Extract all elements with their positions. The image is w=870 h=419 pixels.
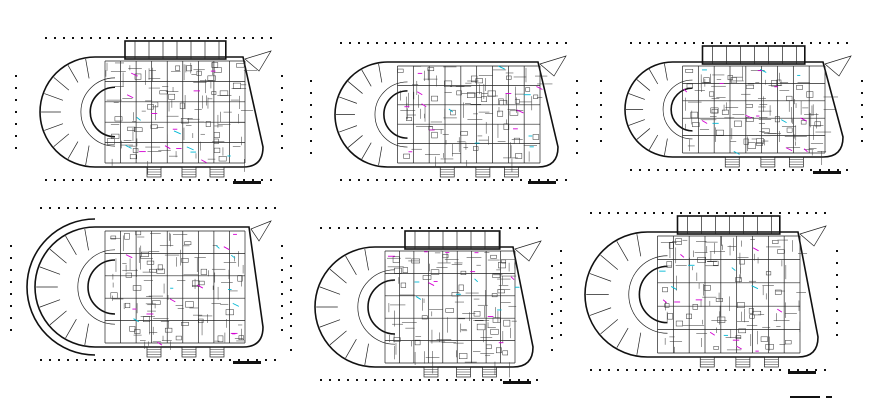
floor-plan-svg xyxy=(560,212,838,374)
floor-plan-svg xyxy=(15,37,283,184)
grid-markers xyxy=(10,207,283,361)
entry-canopy xyxy=(539,55,567,77)
top-annex xyxy=(124,40,227,60)
building-outline xyxy=(26,218,264,356)
room-grid xyxy=(625,63,839,166)
scale-bar xyxy=(813,171,841,174)
floor-plan-3 xyxy=(600,40,865,175)
stair-blocks xyxy=(423,366,497,378)
entry-canopy xyxy=(824,55,852,77)
building-outline xyxy=(624,61,844,158)
floor-plan-svg xyxy=(10,207,283,364)
building-outline xyxy=(584,231,819,358)
fixture-accents xyxy=(659,247,783,352)
room-grid xyxy=(36,229,246,350)
room-grid xyxy=(41,58,258,175)
fixture-accents xyxy=(404,65,543,153)
fixture-accents xyxy=(683,69,808,155)
grid-markers xyxy=(560,212,838,371)
scale-bar xyxy=(528,181,556,184)
building-outline xyxy=(334,61,559,168)
room-grid xyxy=(316,249,517,378)
floor-plan-5 xyxy=(290,225,555,385)
sheet-scale-mark xyxy=(790,396,820,398)
room-grid xyxy=(336,63,553,173)
stair-blocks xyxy=(699,356,779,368)
sheet-scale-mark-2 xyxy=(826,396,832,398)
grid-markers xyxy=(15,37,283,181)
fixture-accents xyxy=(125,70,231,164)
entry-canopy xyxy=(799,225,827,247)
stair-blocks xyxy=(146,166,225,178)
floor-plan-svg xyxy=(310,42,578,184)
top-annex xyxy=(404,230,501,250)
grid-markers xyxy=(290,227,553,381)
scale-bar xyxy=(233,181,261,184)
entry-canopy xyxy=(244,50,272,72)
grid-markers xyxy=(310,42,578,181)
floor-plan-svg xyxy=(600,42,863,174)
floor-plan-svg xyxy=(290,227,553,384)
scale-bar xyxy=(788,371,816,374)
fixture-accents xyxy=(125,233,240,346)
stair-blocks xyxy=(724,156,804,168)
floor-plan-1 xyxy=(15,35,285,185)
entry-canopy xyxy=(514,240,542,262)
stair-blocks xyxy=(146,346,225,358)
fixture-accents xyxy=(387,251,520,344)
scale-bar xyxy=(233,361,261,364)
top-annex xyxy=(676,215,781,235)
entry-canopy xyxy=(250,220,272,242)
scale-bar xyxy=(503,381,531,384)
room-grid xyxy=(586,234,808,355)
floor-plan-6 xyxy=(560,210,840,375)
top-annex xyxy=(701,45,806,65)
stair-blocks xyxy=(439,166,519,178)
floor-plan-2 xyxy=(310,40,580,185)
building-outline xyxy=(314,246,534,368)
grid-markers xyxy=(600,42,863,171)
floor-plan-4 xyxy=(10,205,285,365)
